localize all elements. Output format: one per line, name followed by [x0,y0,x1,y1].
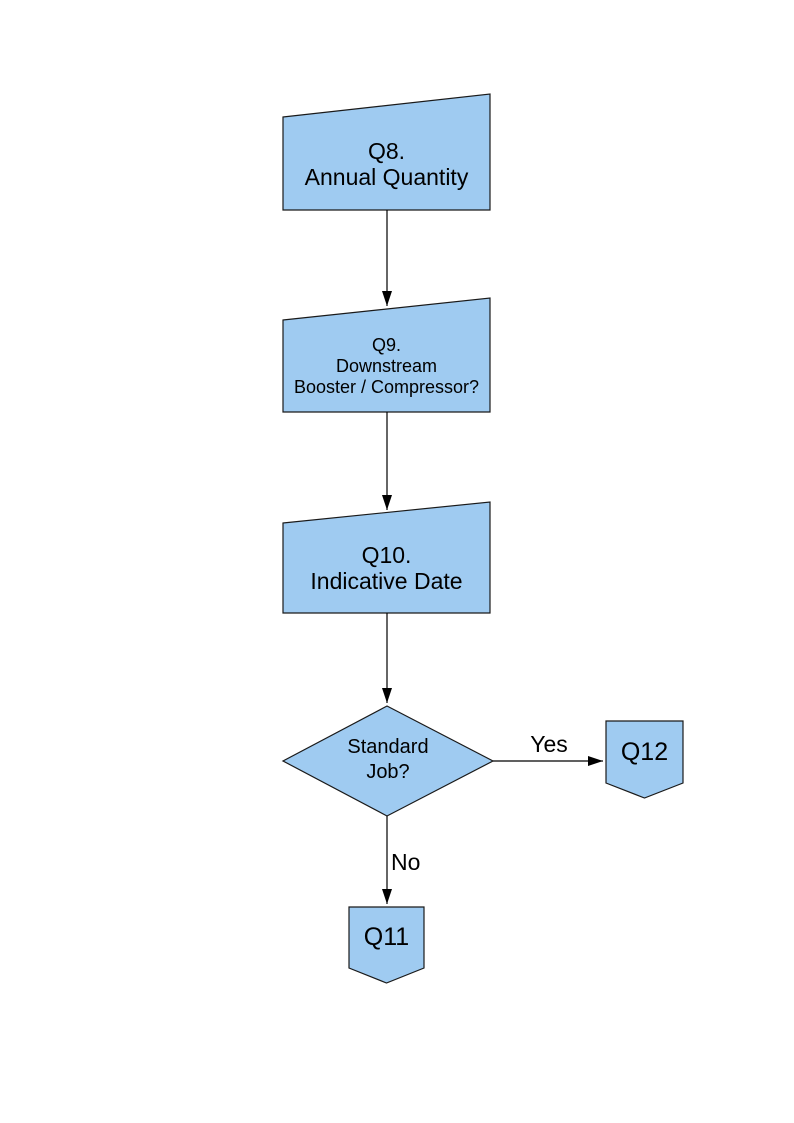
node-q8-shape [282,93,491,211]
decision-standard-job-shape [281,705,495,817]
node-q9-shape [282,297,491,413]
connector-q11-shape [348,906,425,984]
node-q10-shape [282,501,491,614]
connector-q12-shape [605,720,684,799]
